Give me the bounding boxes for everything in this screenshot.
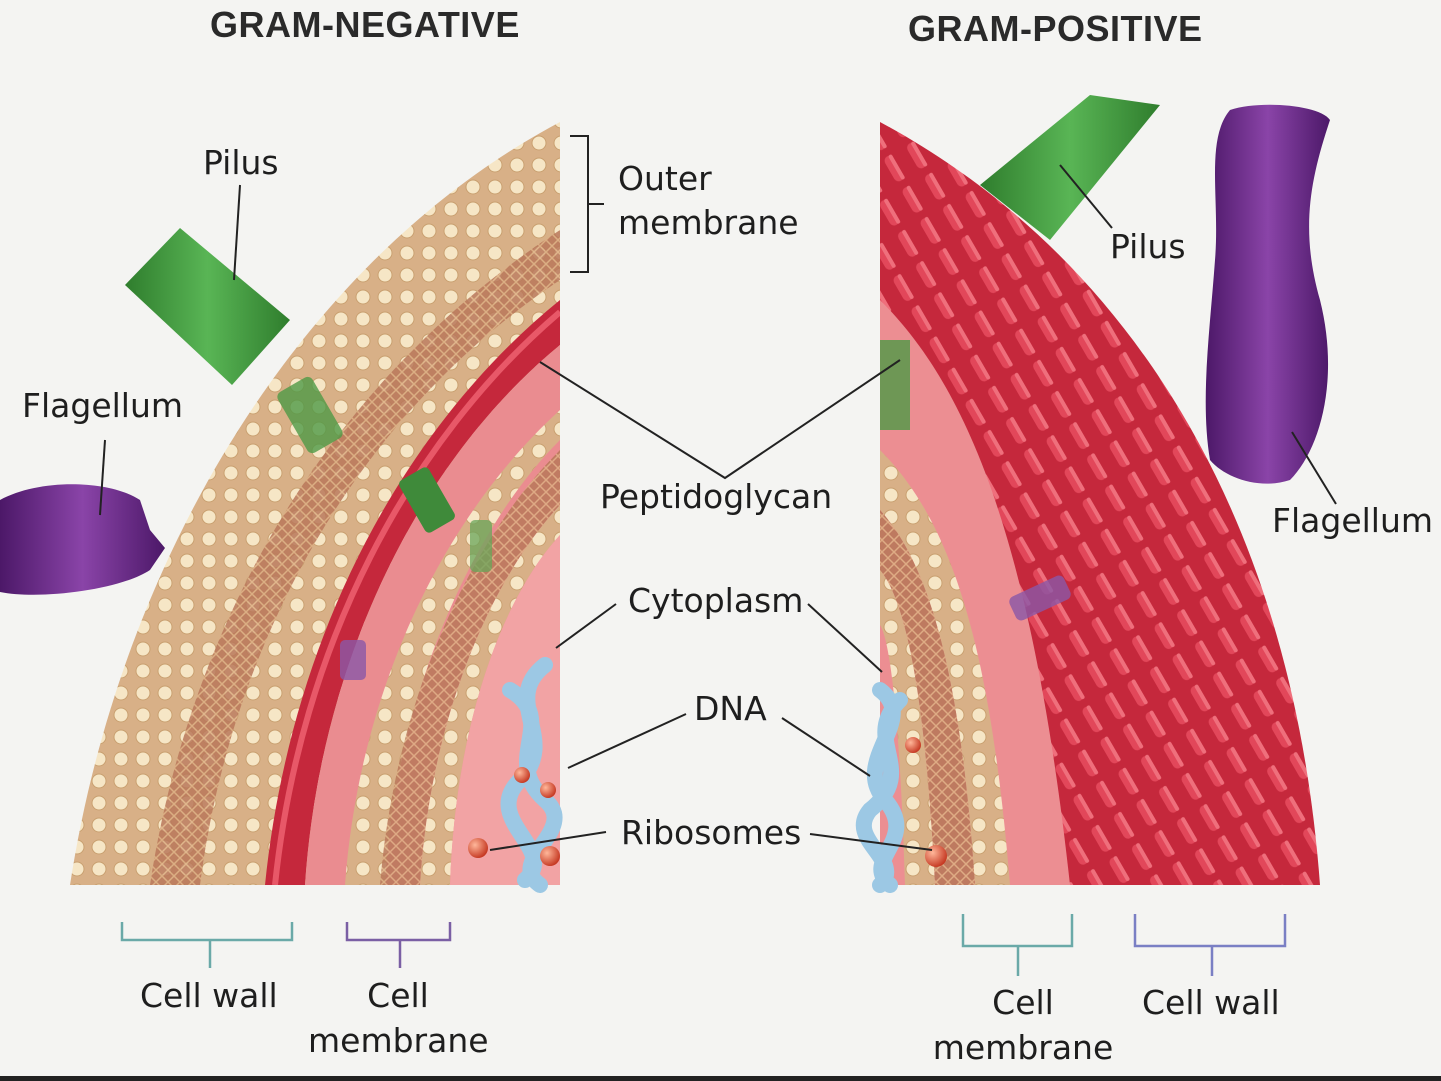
label-ribosomes: Ribosomes (621, 812, 801, 853)
label-dna: DNA (694, 688, 767, 729)
label-flagellum-left: Flagellum (22, 385, 183, 426)
gram-negative-section (0, 110, 580, 900)
label-cell-wall-right: Cell wall (1142, 982, 1280, 1023)
ribosome-right-1 (905, 737, 921, 753)
label-pilus-right: Pilus (1110, 226, 1186, 267)
ribosome-right-2 (925, 845, 947, 867)
flagellum-left-shape (0, 484, 165, 595)
label-pilus-left: Pilus (203, 142, 279, 183)
ribosome-left-4 (540, 782, 556, 798)
title-gram-negative: GRAM-NEGATIVE (210, 4, 520, 46)
ribosome-left-3 (514, 767, 530, 783)
label-cell-wall-left: Cell wall (140, 975, 278, 1016)
bottom-brackets (122, 914, 1285, 976)
label-flagellum-right: Flagellum (1272, 500, 1433, 541)
label-cytoplasm: Cytoplasm (628, 580, 803, 621)
ribosome-left-1 (468, 838, 488, 858)
title-gram-positive: GRAM-POSITIVE (908, 8, 1203, 50)
label-outer-membrane-line2: membrane (618, 202, 799, 243)
label-cell-membrane-left-line2: membrane (308, 1020, 488, 1061)
label-cell-membrane-right-line2: membrane (928, 1027, 1118, 1068)
ribosome-left-2 (540, 846, 560, 866)
label-outer-membrane-line1: Outer (618, 158, 712, 199)
label-cell-membrane-right-line1: Cell (928, 982, 1118, 1023)
label-cell-membrane-left-line1: Cell (308, 975, 488, 1016)
bottom-border (0, 1076, 1441, 1081)
label-peptidoglycan: Peptidoglycan (600, 476, 832, 517)
flagellum-right-shape (1206, 105, 1330, 484)
pilus-left-shape (125, 228, 290, 385)
